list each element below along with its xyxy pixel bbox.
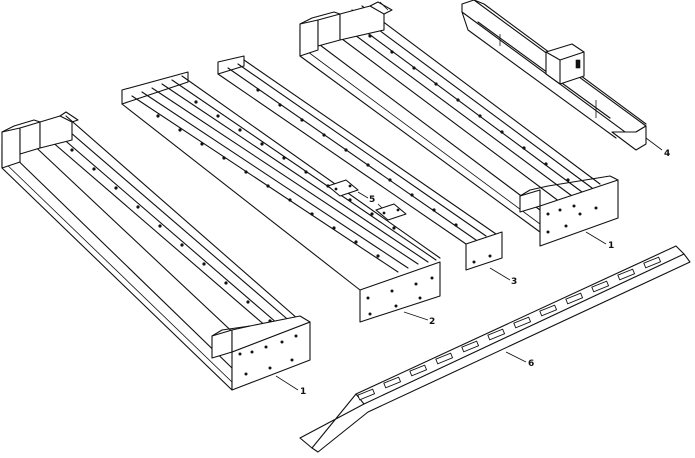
center-rail	[217, 55, 511, 281]
frame-right-back-bracket	[299, 19, 319, 57]
frame-left	[1, 111, 311, 391]
bent-strip-slots	[357, 256, 662, 401]
crossmember-back-plate	[121, 71, 189, 105]
side-beam	[461, 0, 663, 151]
center-rail-back-plate	[217, 55, 245, 75]
splice-plates	[327, 179, 407, 221]
frame-left-back-bracket	[1, 127, 21, 169]
crossmember-rail	[121, 71, 441, 323]
callout-frame-left: 1	[300, 387, 306, 397]
frame-right	[299, 1, 619, 247]
side-beam-block	[545, 43, 585, 85]
bent-strip	[299, 245, 691, 453]
side-beam-end	[611, 125, 647, 151]
callout-bent-strip: 6	[528, 359, 534, 369]
frame-left-holes	[70, 148, 272, 323]
callout-frame-right: 1	[608, 241, 614, 251]
splice-plate-upper	[327, 179, 359, 197]
center-rail-end-plate	[465, 231, 503, 271]
frame-right-holes	[368, 34, 570, 182]
crossmember-holes	[156, 100, 396, 258]
callout-side-beam: 4	[664, 149, 670, 159]
crossmember-front-plate	[359, 261, 441, 323]
center-rail-holes	[256, 88, 458, 227]
callout-center-rail: 3	[511, 277, 517, 287]
splice-plate-lower	[375, 203, 407, 221]
callout-splice-plates: 5	[369, 195, 375, 205]
callout-crossmember-rail: 2	[429, 317, 435, 327]
